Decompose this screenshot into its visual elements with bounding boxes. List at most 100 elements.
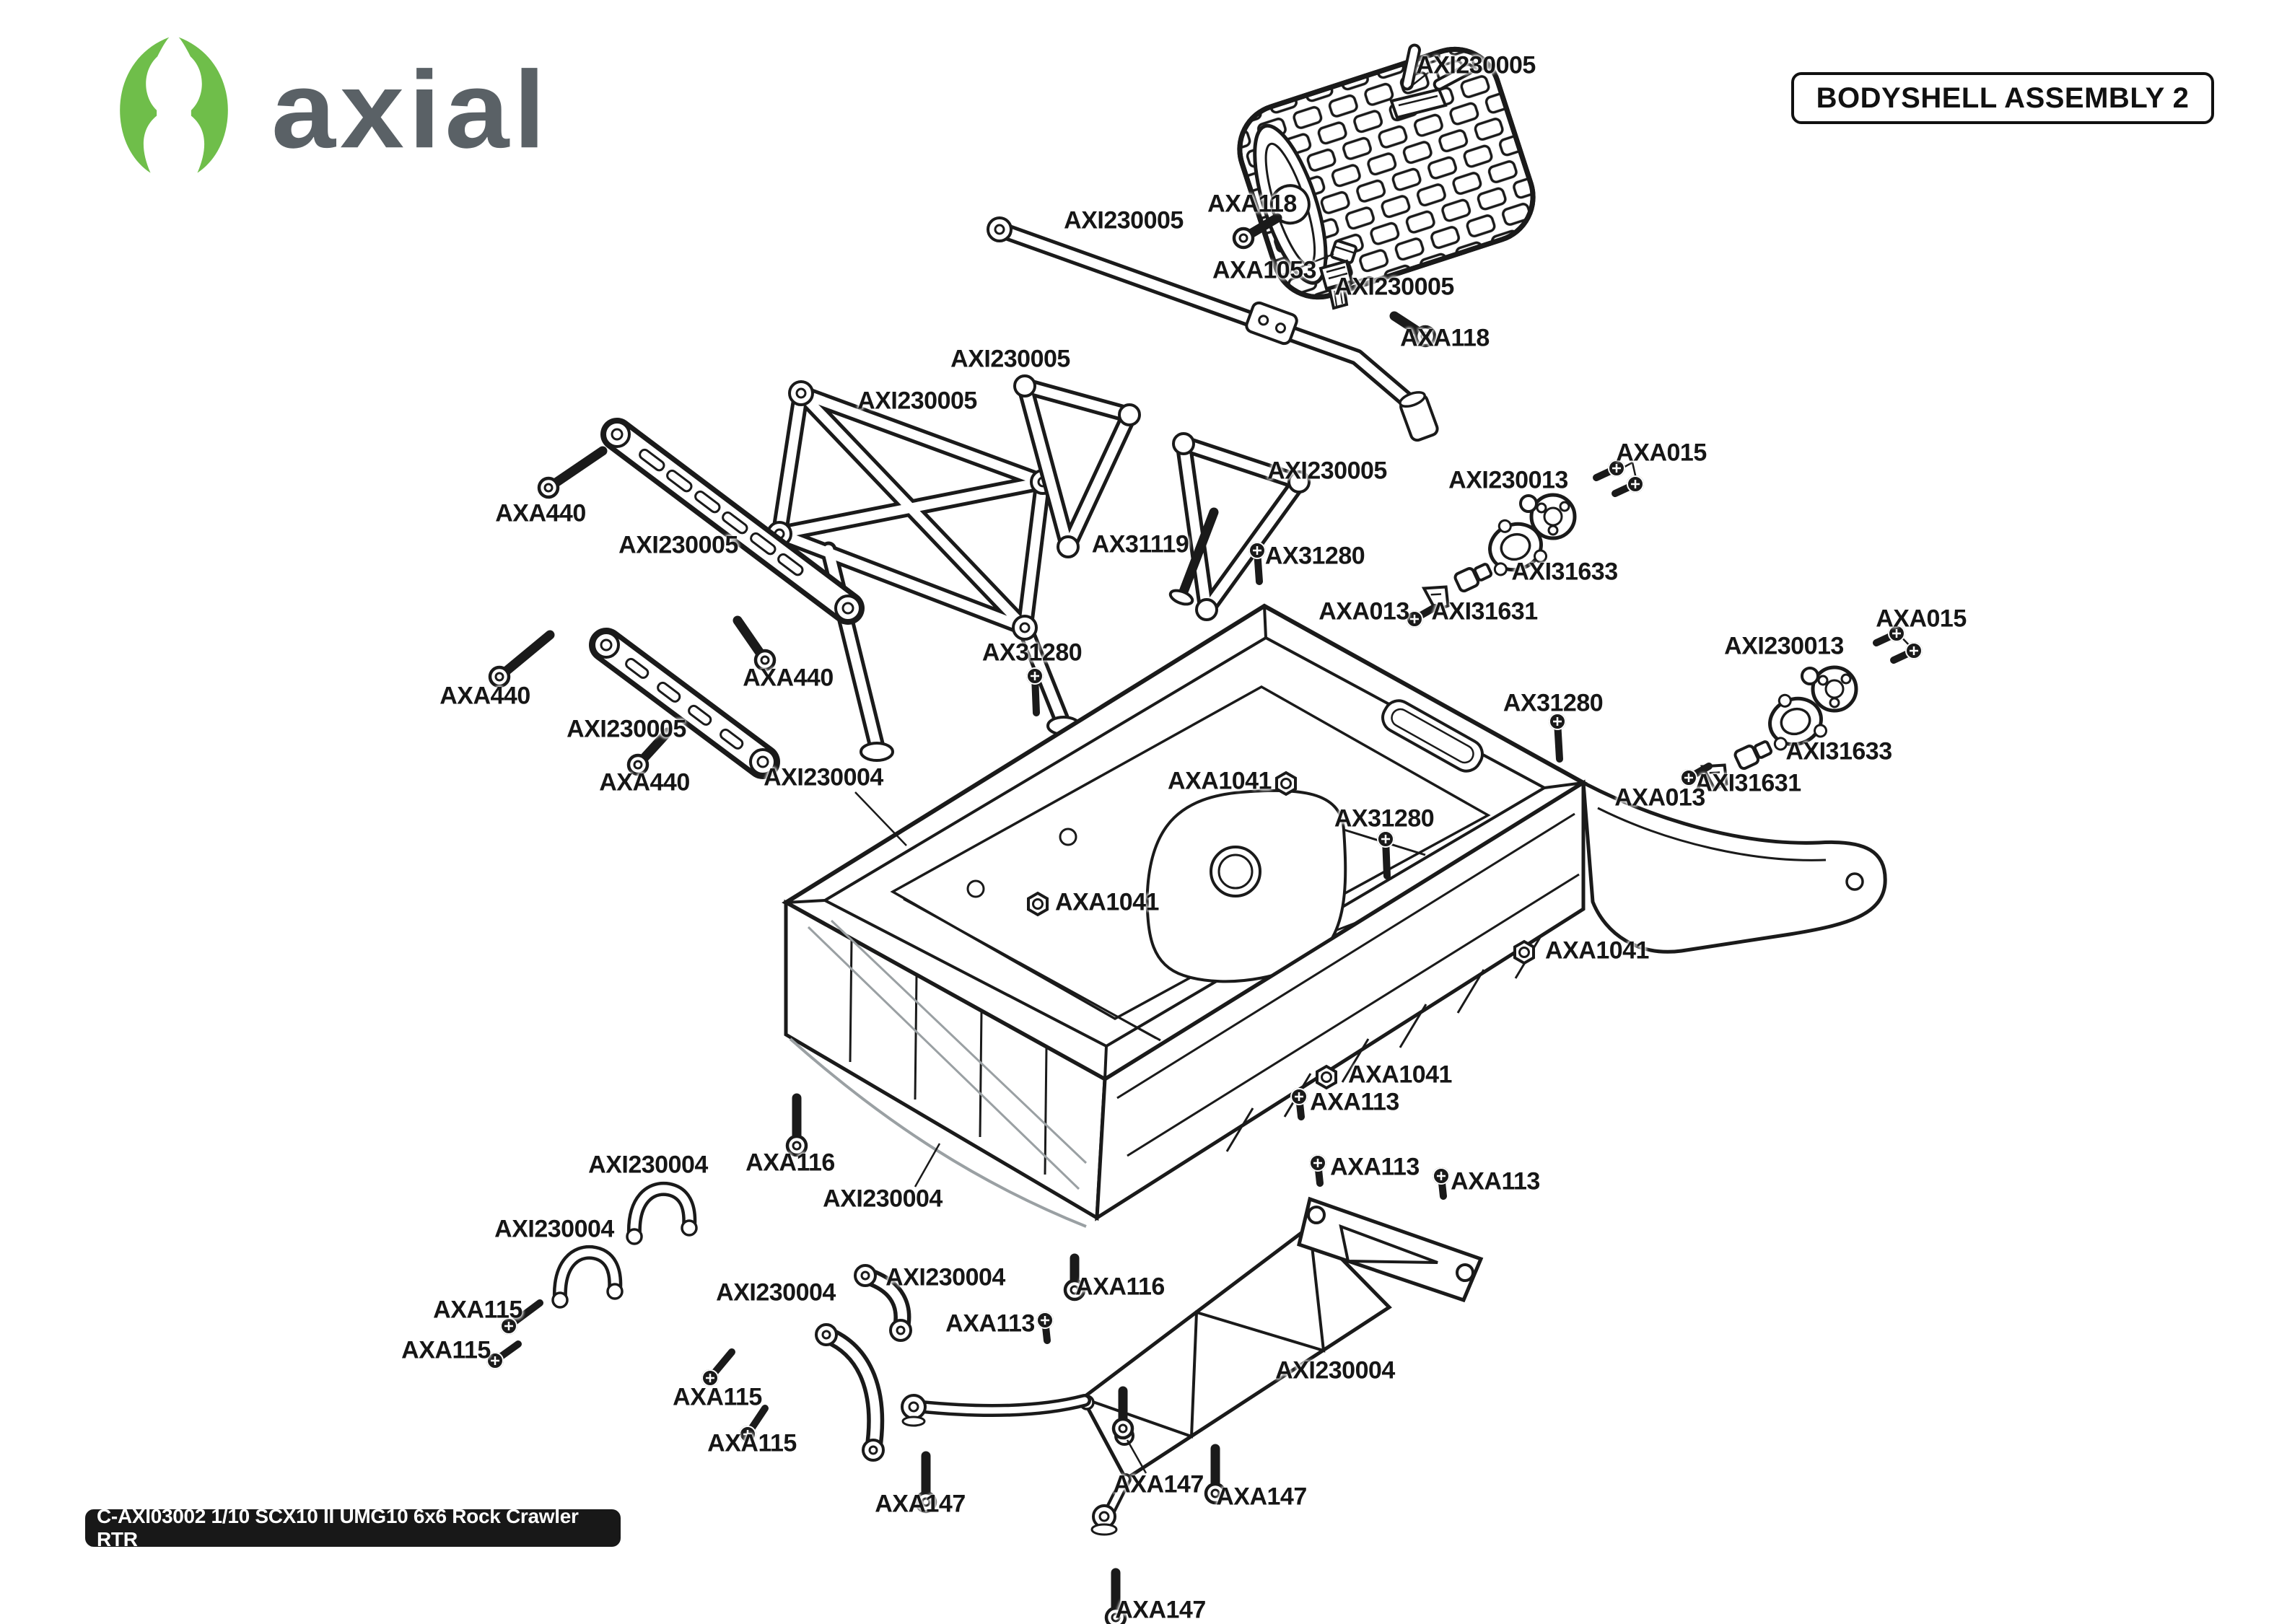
- model-code-text: C-AXI03002 1/10 SCX10 II UMG10 6x6 Rock …: [97, 1505, 579, 1550]
- long-screw-icon: [1063, 1253, 1086, 1302]
- assembly-title: BODYSHELL ASSEMBLY 2: [1791, 72, 2214, 124]
- short-screw-icon: [1377, 830, 1394, 879]
- part-label: AXA115: [433, 1296, 522, 1324]
- assembly-title-text: BODYSHELL ASSEMBLY 2: [1816, 82, 2190, 114]
- part-label: AXA013: [1319, 597, 1409, 626]
- windshield-triangle-left-part: [1013, 374, 1141, 558]
- side-rail-bar-1-part: [600, 418, 865, 625]
- chassis-frame-part: [901, 1196, 1484, 1536]
- long-screw-icon: [785, 1093, 808, 1157]
- part-label: AXA116: [745, 1149, 835, 1177]
- part-label: AXA1053: [1212, 256, 1316, 284]
- part-label: AXI230005: [1334, 273, 1454, 301]
- axial-logo: axial: [98, 32, 550, 183]
- part-label: AXA1041: [1545, 936, 1649, 965]
- body-clip-part: [1319, 259, 1354, 310]
- light-bucket-cluster-lower: [1700, 665, 1858, 791]
- roll-bar-part: [987, 216, 1439, 442]
- part-label: AXI230004: [823, 1185, 943, 1213]
- short-screw-icon: [1612, 475, 1644, 497]
- part-label: AXI230004: [588, 1151, 708, 1179]
- part-label: AXI230004: [1275, 1356, 1395, 1384]
- short-screw-icon: [1406, 604, 1438, 628]
- lock-nut-icon: [1027, 891, 1049, 917]
- part-label: AXA147: [1113, 1470, 1204, 1498]
- part-label: AXA118: [1207, 190, 1297, 218]
- axial-logo-text: axial: [271, 48, 550, 171]
- part-label: AXA116: [1075, 1273, 1165, 1301]
- part-label: AX31119: [1091, 530, 1189, 558]
- part-label: AXA115: [673, 1383, 762, 1411]
- part-label: AXI230004: [764, 763, 883, 791]
- part-label: AXA115: [401, 1336, 491, 1364]
- spare-tire-part: [1237, 46, 1536, 300]
- leader-line: [1408, 71, 1430, 89]
- long-screw-icon: [1111, 1386, 1134, 1440]
- part-label: AXI230004: [494, 1215, 614, 1243]
- short-screw-icon: [1593, 460, 1625, 481]
- part-label: AXA013: [1614, 784, 1705, 812]
- part-label: AXI230004: [716, 1278, 836, 1307]
- part-label: AXI31631: [1694, 769, 1801, 797]
- axial-logo-icon: [120, 37, 228, 173]
- short-screw-icon: [1433, 1167, 1450, 1200]
- part-label: AXA118: [1400, 324, 1490, 352]
- lock-nut-icon: [1316, 1064, 1337, 1090]
- part-label: AXI230004: [885, 1263, 1005, 1291]
- part-label: AXA147: [875, 1490, 966, 1518]
- short-screw-icon: [1026, 667, 1044, 716]
- part-label: AXI230013: [1724, 632, 1844, 660]
- short-screw-icon: [500, 1299, 543, 1335]
- long-screw-icon: [1204, 1444, 1227, 1505]
- part-label: AXI31633: [1511, 558, 1618, 586]
- short-screw-icon: [486, 1340, 522, 1369]
- windshield-triangle-right-part: [1172, 432, 1311, 621]
- short-screw-icon: [701, 1348, 735, 1387]
- part-label: AXI230005: [950, 345, 1070, 373]
- part-label: AXA440: [440, 682, 530, 710]
- part-label: AXI230005: [1267, 457, 1387, 485]
- part-label: AXI230005: [618, 531, 738, 559]
- curved-link-1-part: [815, 1323, 885, 1462]
- leader-line: [1297, 253, 1334, 270]
- part-label: AXA440: [495, 499, 586, 527]
- short-screw-icon: [1680, 763, 1713, 786]
- long-screw-icon: [733, 615, 777, 672]
- part-label: AXI230005: [1416, 51, 1536, 79]
- part-label: AXA147: [1115, 1596, 1206, 1624]
- leader-line: [914, 1143, 941, 1188]
- part-label: AXA113: [1310, 1088, 1399, 1116]
- part-label: AXI230005: [857, 387, 977, 415]
- part-label: AXA440: [599, 768, 690, 796]
- hinge-clamp-a-part: [626, 1189, 698, 1245]
- part-label: AX31280: [1334, 804, 1435, 833]
- lock-nut-icon: [1513, 939, 1535, 965]
- part-label: AXA147: [1216, 1483, 1307, 1511]
- part-label: AXI230013: [1448, 466, 1568, 494]
- hinge-clamp-b-part: [551, 1252, 624, 1309]
- part-label: AXI230005: [567, 715, 686, 743]
- curved-link-2-part: [854, 1264, 912, 1342]
- part-label: AX31280: [1264, 542, 1365, 570]
- long-screw-icon: [1389, 311, 1437, 348]
- lock-nut-icon: [1275, 771, 1297, 796]
- short-screw-icon: [1248, 542, 1266, 585]
- part-label: AXA1041: [1348, 1061, 1452, 1089]
- short-screw-icon: [1890, 642, 1923, 664]
- short-screw-icon: [1036, 1312, 1054, 1344]
- light-bucket-cluster-upper: [1421, 493, 1577, 613]
- long-screw-icon: [626, 727, 673, 776]
- model-code-badge: C-AXI03002 1/10 SCX10 II UMG10 6x6 Rock …: [85, 1505, 621, 1550]
- part-label: AXA015: [1876, 605, 1967, 633]
- part-label: AXA1041: [1055, 888, 1159, 916]
- flathead-screw-icon: [1168, 507, 1219, 606]
- long-screw-icon: [537, 446, 608, 499]
- side-rail-bar-2-part: [589, 628, 780, 779]
- part-label: AX31280: [1503, 689, 1604, 717]
- long-screw-icon: [914, 1451, 937, 1514]
- part-label: AXA113: [1451, 1167, 1540, 1195]
- square-nut-part: [1330, 239, 1357, 265]
- part-label: AXA1041: [1168, 767, 1272, 795]
